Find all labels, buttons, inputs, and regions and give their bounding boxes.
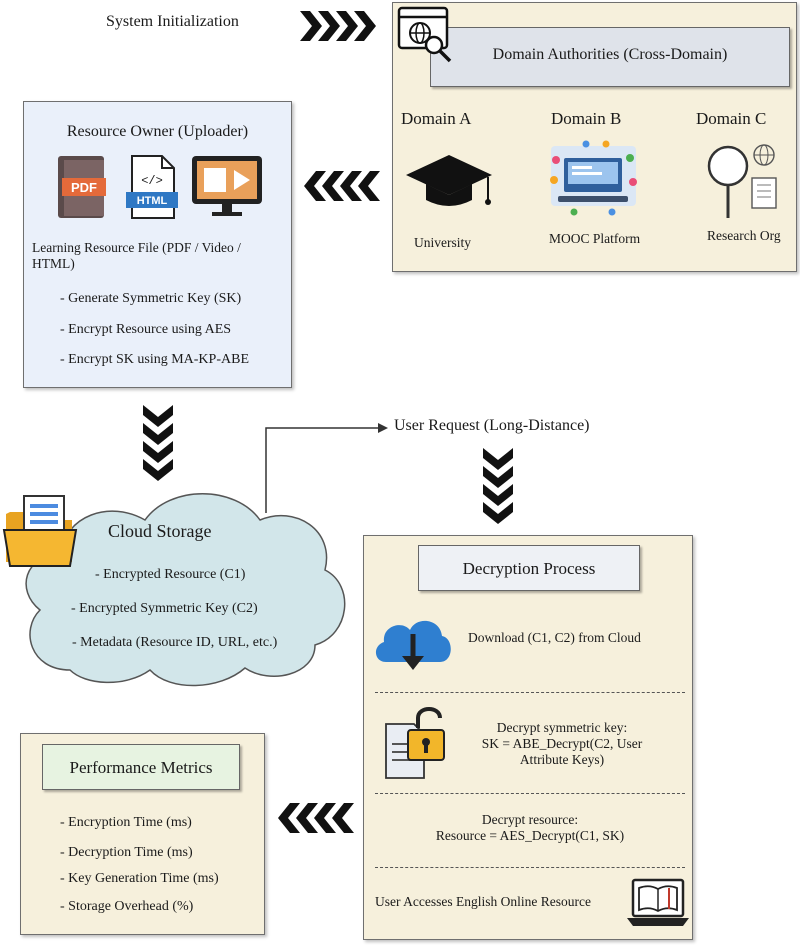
html-file-icon: </> HTML	[126, 155, 178, 219]
magnifier-research-icon	[707, 144, 777, 218]
owner-step-3: - Encrypt SK using MA-KP-ABE	[60, 352, 249, 367]
metric-item-3: - Key Generation Time (ms)	[60, 871, 219, 886]
decryption-step-1: Download (C1, C2) from Cloud	[468, 630, 641, 645]
cloud-storage-shape	[25, 493, 346, 687]
metric-item-1: - Encryption Time (ms)	[60, 815, 192, 830]
divider	[375, 692, 685, 693]
domain-a-label: Domain A	[401, 109, 472, 128]
metric-item-4: - Storage Overhead (%)	[60, 899, 194, 914]
system-init-label: System Initialization	[106, 13, 239, 30]
cloud-item-1: - Encrypted Resource (C1)	[95, 567, 246, 582]
performance-metrics-title: Performance Metrics	[69, 758, 213, 777]
laptop-book-icon	[627, 878, 689, 926]
owner-step-1: - Generate Symmetric Key (SK)	[60, 291, 242, 306]
svg-text:PDF: PDF	[71, 180, 97, 195]
globe-search-icon	[397, 6, 452, 63]
svg-text:HTML: HTML	[137, 195, 168, 207]
domain-a-caption: University	[414, 235, 471, 250]
cloud-download-icon	[375, 620, 451, 670]
learning-resource-file-text: Learning Resource File (PDF / Video / HT…	[32, 240, 241, 271]
mooc-dashboard-icon	[550, 140, 637, 216]
domain-b-label: Domain B	[551, 109, 622, 128]
performance-metrics-title-box: Performance Metrics	[42, 744, 240, 790]
user-request-label: User Request (Long-Distance)	[394, 417, 590, 434]
decryption-step-4: User Accesses English Online Resource	[375, 894, 591, 909]
domain-c-caption: Research Org	[707, 228, 781, 243]
right-chevrons-icon	[300, 11, 376, 41]
divider	[375, 793, 685, 794]
decryption-title-box: Decryption Process	[418, 545, 640, 591]
domain-b-caption: MOOC Platform	[549, 231, 641, 246]
metric-item-2: - Decryption Time (ms)	[60, 845, 193, 860]
decryption-step-3: Decrypt resource: Resource = AES_Decrypt…	[435, 812, 625, 843]
video-screen-icon	[192, 156, 262, 216]
folder-icon	[2, 495, 78, 567]
domain-authorities-header: Domain Authorities (Cross-Domain)	[430, 27, 790, 87]
decryption-title: Decryption Process	[462, 559, 596, 578]
request-arrow	[265, 423, 388, 513]
divider	[375, 867, 685, 868]
unlock-document-icon	[385, 707, 445, 779]
cloud-item-2: - Encrypted Symmetric Key (C2)	[71, 601, 258, 616]
decryption-step-2: Decrypt symmetric key: SK = ABE_Decrypt(…	[481, 720, 643, 767]
cloud-item-3: - Metadata (Resource ID, URL, etc.)	[72, 635, 278, 650]
left-chevrons-icon	[304, 171, 380, 201]
cloud-storage-title: Cloud Storage	[108, 521, 212, 541]
down-chevrons-icon	[483, 448, 513, 524]
svg-text:</>: </>	[141, 174, 163, 188]
resource-owner-title: Resource Owner (Uploader)	[66, 123, 249, 140]
graduation-cap-icon	[406, 155, 492, 206]
resource-owner-panel	[23, 101, 292, 388]
domain-authorities-title: Domain Authorities (Cross-Domain)	[492, 46, 728, 63]
pdf-book-icon: PDF	[58, 156, 106, 218]
domain-c-label: Domain C	[696, 109, 767, 128]
owner-step-2: - Encrypt Resource using AES	[60, 322, 232, 337]
left-chevrons-icon	[278, 803, 354, 833]
